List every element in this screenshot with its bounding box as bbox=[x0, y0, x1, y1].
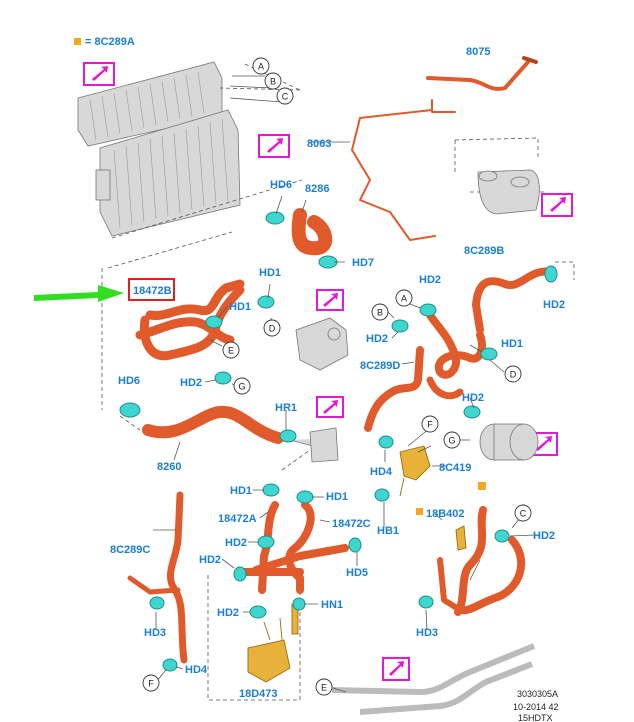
hw-label-HD1[interactable]: HD1 bbox=[326, 491, 348, 503]
view-reference-icon[interactable] bbox=[382, 657, 410, 681]
hw-label-HD2[interactable]: HD2 bbox=[225, 537, 247, 549]
condenser bbox=[77, 61, 223, 147]
hw-label-HR1[interactable]: HR1 bbox=[275, 402, 297, 414]
svg-text:A: A bbox=[258, 62, 264, 72]
hw-label-HD1[interactable]: HD1 bbox=[501, 338, 523, 350]
heater-control-valve bbox=[247, 603, 299, 683]
hw-label-HD2[interactable]: HD2 bbox=[217, 607, 239, 619]
svg-text:G: G bbox=[238, 382, 245, 392]
svg-text:C: C bbox=[282, 92, 289, 102]
view-reference-icon[interactable] bbox=[541, 193, 573, 217]
hw-label-HD5[interactable]: HD5 bbox=[346, 567, 368, 579]
hw-label-HD1[interactable]: HD1 bbox=[259, 267, 281, 279]
legend-marker bbox=[74, 38, 81, 45]
part-label-8260[interactable]: 8260 bbox=[157, 461, 181, 473]
hw-label-HD2[interactable]: HD2 bbox=[543, 299, 565, 311]
hw-label-HD4[interactable]: HD4 bbox=[370, 466, 393, 478]
drawing-number: 3030305A bbox=[517, 689, 558, 699]
view-reference-icon[interactable] bbox=[316, 396, 344, 418]
part-label-8063[interactable]: 8063 bbox=[307, 138, 331, 150]
oil-cooler bbox=[479, 423, 539, 461]
part-label-18D473[interactable]: 18D473 bbox=[239, 688, 278, 700]
hw-label-HD2[interactable]: HD2 bbox=[366, 333, 388, 345]
hw-label-HD6[interactable]: HD6 bbox=[118, 375, 140, 387]
svg-text:B: B bbox=[377, 308, 383, 318]
svg-text:D: D bbox=[269, 324, 276, 334]
drawing-date: 10-2014 42 bbox=[513, 702, 559, 712]
hw-label-HD2[interactable]: HD2 bbox=[419, 274, 441, 286]
legend-marker bbox=[416, 508, 423, 515]
hw-label-HD3[interactable]: HD3 bbox=[144, 627, 166, 639]
hw-label-HN1[interactable]: HN1 bbox=[321, 599, 343, 611]
svg-text:B: B bbox=[270, 77, 276, 87]
thermostat bbox=[309, 427, 339, 463]
callout-E[interactable]: E bbox=[315, 678, 333, 696]
hw-label-HD1[interactable]: HD1 bbox=[229, 301, 251, 313]
part-label-8C289C[interactable]: 8C289C bbox=[110, 544, 150, 556]
svg-text:C: C bbox=[520, 509, 527, 519]
part-label-8286[interactable]: 8286 bbox=[305, 183, 329, 195]
view-reference-icon[interactable] bbox=[83, 62, 115, 86]
part-label-8075[interactable]: 8075 bbox=[466, 46, 490, 58]
drawing-code: 15HDTX bbox=[518, 713, 553, 722]
svg-text:G: G bbox=[448, 436, 455, 446]
part-label-18472B[interactable]: 18472B bbox=[133, 285, 172, 297]
hw-label-HB1[interactable]: HB1 bbox=[377, 525, 399, 537]
part-label-8C289D[interactable]: 8C289D bbox=[360, 360, 400, 372]
svg-text:F: F bbox=[148, 679, 154, 689]
highlight-box bbox=[128, 278, 175, 301]
thermostat-housing bbox=[295, 317, 349, 371]
part-label-18472A[interactable]: 18472A bbox=[218, 513, 257, 525]
callout-G[interactable]: G bbox=[233, 377, 251, 395]
callout-A[interactable]: A bbox=[395, 289, 413, 307]
svg-text:F: F bbox=[427, 420, 433, 430]
hw-label-HD4[interactable]: HD4 bbox=[185, 664, 208, 676]
part-label-8C289B[interactable]: 8C289B bbox=[464, 245, 504, 257]
callout-C[interactable]: C bbox=[514, 504, 532, 522]
hw-label-HD2[interactable]: HD2 bbox=[533, 530, 555, 542]
callout-B[interactable]: B bbox=[371, 303, 389, 321]
view-reference-icon[interactable] bbox=[258, 134, 290, 158]
part-label-18472C[interactable]: 18472C bbox=[332, 518, 371, 530]
highlight-arrow bbox=[34, 285, 124, 302]
callout-E[interactable]: E bbox=[222, 341, 240, 359]
callout-D[interactable]: D bbox=[263, 319, 281, 337]
callout-F[interactable]: F bbox=[142, 674, 160, 692]
hw-label-HD2[interactable]: HD2 bbox=[462, 392, 484, 404]
hw-label-HD6[interactable]: HD6 bbox=[270, 179, 292, 191]
callout-A[interactable]: A bbox=[252, 57, 270, 75]
hw-label-HD7[interactable]: HD7 bbox=[352, 257, 374, 269]
part-label-8C419[interactable]: 8C419 bbox=[439, 462, 471, 474]
part-label-18B402[interactable]: 18B402 bbox=[426, 508, 465, 520]
hw-label-HD1[interactable]: HD1 bbox=[230, 485, 252, 497]
svg-text:A: A bbox=[401, 294, 407, 304]
svg-text:E: E bbox=[321, 683, 327, 693]
expansion-tank bbox=[477, 169, 540, 215]
callout-C[interactable]: C bbox=[276, 87, 294, 105]
callout-D[interactable]: D bbox=[504, 365, 522, 383]
legend-label: = 8C289A bbox=[85, 36, 135, 48]
callout-B[interactable]: B bbox=[264, 72, 282, 90]
hw-label-HD2[interactable]: HD2 bbox=[199, 554, 221, 566]
view-reference-icon[interactable] bbox=[316, 289, 344, 311]
radiator bbox=[95, 109, 241, 237]
hose-clamp bbox=[119, 211, 558, 672]
oil-cooler-valve bbox=[399, 445, 431, 497]
callout-G[interactable]: G bbox=[443, 431, 461, 449]
svg-text:E: E bbox=[228, 346, 234, 356]
callout-F[interactable]: F bbox=[421, 415, 439, 433]
legend-marker bbox=[478, 482, 486, 490]
hw-label-HD2[interactable]: HD2 bbox=[180, 377, 202, 389]
hw-label-HD3[interactable]: HD3 bbox=[416, 627, 438, 639]
svg-text:D: D bbox=[510, 370, 517, 380]
